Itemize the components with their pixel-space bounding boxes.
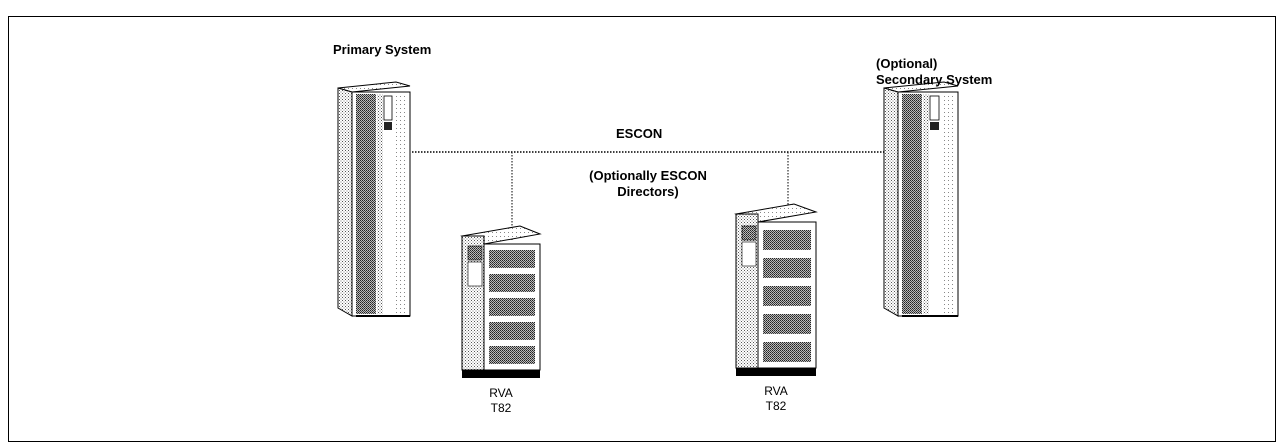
directors-label-line2: Directors) bbox=[617, 184, 679, 199]
rva-right-label-line1: RVA bbox=[764, 384, 788, 398]
primary-system-mainframe bbox=[337, 81, 411, 317]
rva-left-storage-unit bbox=[460, 225, 542, 378]
rva-right-label-line2: T82 bbox=[765, 399, 787, 413]
rva-left-label-line2: T82 bbox=[490, 401, 512, 415]
secondary-system-label-line1: (Optional) bbox=[876, 56, 938, 71]
figure-frame bbox=[8, 16, 1276, 442]
secondary-system-mainframe bbox=[883, 81, 959, 317]
directors-label-line1: (Optionally ESCON bbox=[589, 168, 707, 183]
rva-right-storage-unit bbox=[734, 203, 818, 376]
rva-left-label-line1: RVA bbox=[489, 386, 513, 400]
escon-label: ESCON bbox=[616, 126, 663, 141]
primary-system-label: Primary System bbox=[333, 42, 432, 57]
secondary-system-label-line2: Secondary System bbox=[876, 72, 993, 87]
